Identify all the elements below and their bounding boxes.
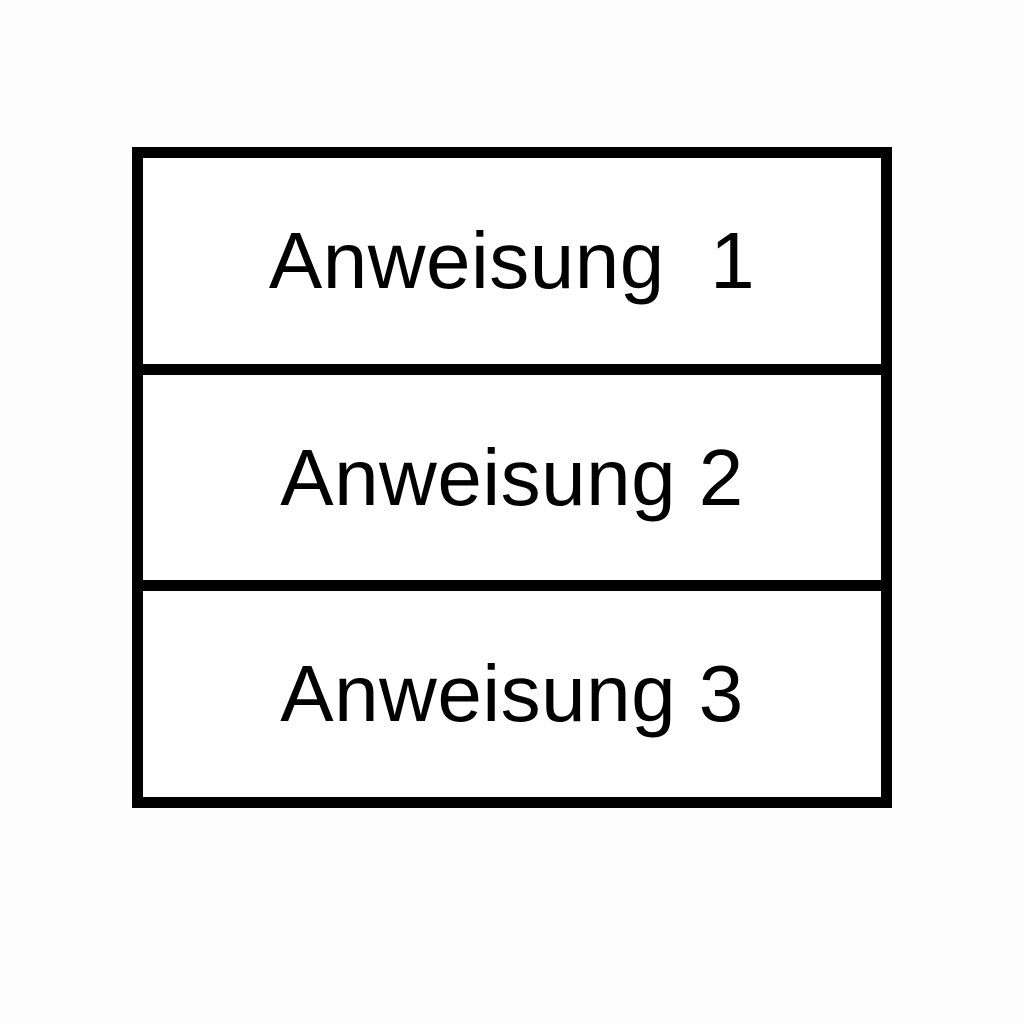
statement-cell-1[interactable]: Anweisung 1 [143,158,881,364]
statement-cell-2-label: Anweisung 2 [280,432,744,522]
statement-block: Anweisung 1 Anweisung 2 Anweisung 3 [132,147,892,808]
statement-cell-2[interactable]: Anweisung 2 [143,363,881,581]
statement-cell-1-label: Anweisung 1 [268,215,756,305]
statement-cell-3-label: Anweisung 3 [280,649,744,739]
statement-cell-3[interactable]: Anweisung 3 [143,580,881,798]
